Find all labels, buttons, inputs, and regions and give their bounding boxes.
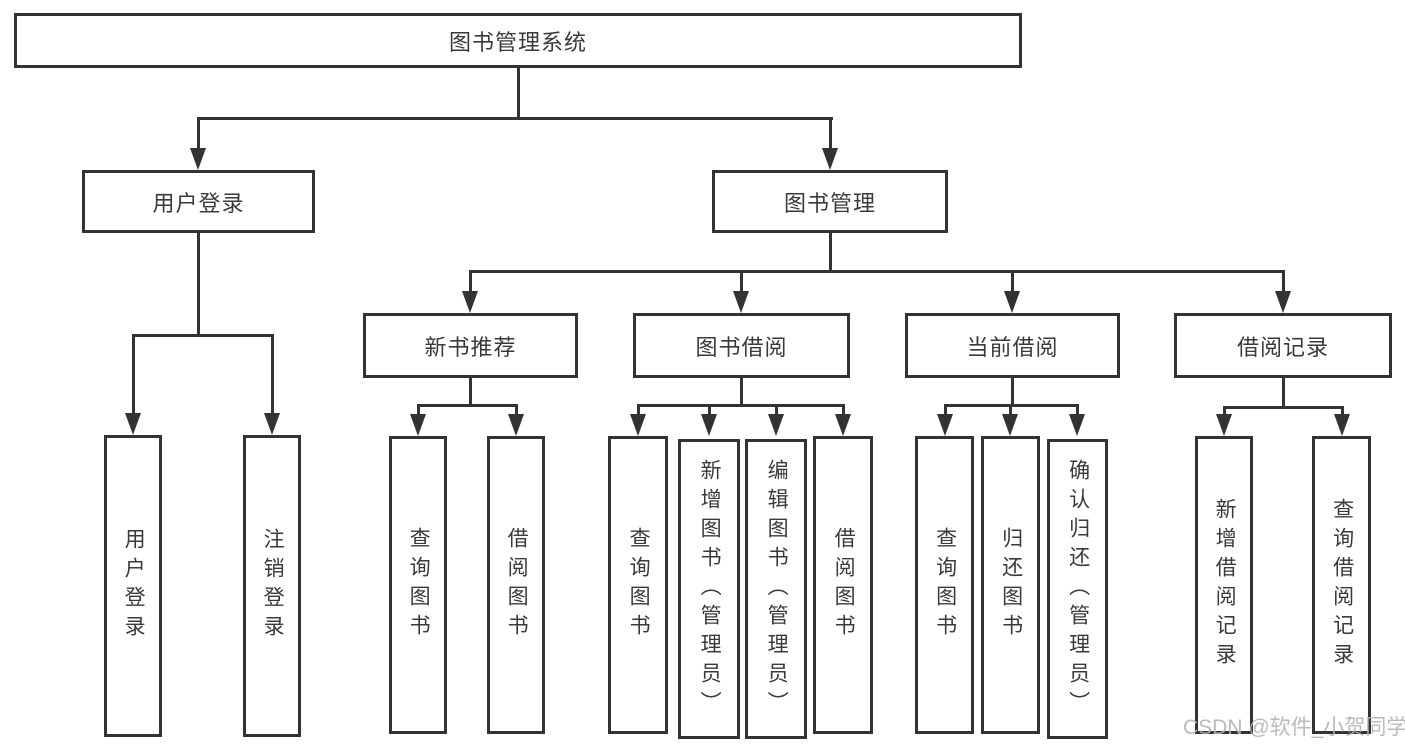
connector-br-bus	[1223, 406, 1343, 409]
node-br-add-record: 新增借阅记录	[1195, 436, 1253, 734]
connector-nb-stem	[469, 378, 472, 406]
connector-new-book-stub	[469, 270, 472, 293]
node-user-login: 用户登录	[82, 170, 315, 233]
arrow-to-bb-add-book	[701, 414, 717, 436]
node-bb-borrow-book-label: 借阅图书	[832, 527, 856, 643]
connector-bb-child1-drop	[637, 404, 640, 416]
node-ul-user-login-label: 用户登录	[122, 528, 146, 644]
arrow-to-current-borrow	[1004, 291, 1020, 313]
node-bb-query-book-label: 查询图书	[627, 527, 651, 643]
connector-root-stem	[517, 68, 520, 118]
node-br-add-record-label: 新增借阅记录	[1213, 498, 1237, 672]
node-br-query-record: 查询借阅记录	[1312, 436, 1371, 734]
connector-nb-child2-drop	[515, 404, 518, 416]
connector-book-mgmt-stub	[829, 117, 832, 150]
node-bb-add-book-label: 新增图书（管理员）	[698, 458, 722, 720]
arrow-to-ul-user-login	[125, 413, 141, 435]
connector-ul-child1-drop	[132, 334, 135, 414]
watermark: CSDN @软件_小贺同学	[1183, 716, 1405, 739]
connector-br-child2-drop	[1341, 406, 1344, 416]
connector-nb-child1-drop	[417, 404, 420, 416]
connector-borrow-record-stub	[1282, 270, 1285, 293]
node-nb-query-book: 查询图书	[389, 436, 447, 734]
arrow-to-new-book-recommend	[462, 291, 478, 313]
node-current-borrow-label: 当前借阅	[966, 334, 1059, 360]
connector-cb-child1-drop	[944, 404, 947, 416]
arrow-to-nb-borrow-book	[508, 414, 524, 436]
arrow-to-ul-logout	[264, 413, 280, 435]
node-user-login-label: 用户登录	[152, 190, 245, 216]
arrow-to-bb-query-book	[630, 414, 646, 436]
node-book-management: 图书管理	[712, 170, 948, 233]
connector-cb-child2-drop	[1009, 404, 1012, 416]
connector-cb-child3-drop	[1076, 404, 1079, 416]
node-ul-user-login: 用户登录	[104, 435, 162, 737]
node-cb-return-book-label: 归还图书	[999, 527, 1023, 643]
node-root: 图书管理系统	[14, 13, 1022, 68]
node-bb-query-book: 查询图书	[608, 436, 668, 734]
arrow-to-br-add-record	[1216, 414, 1232, 436]
arrow-to-br-query-record	[1334, 414, 1350, 436]
node-borrow-record-label: 借阅记录	[1236, 334, 1329, 360]
connector-user-login-stem	[197, 233, 200, 336]
arrow-to-cb-return-book	[1002, 414, 1018, 436]
connector-bb-child4-drop	[842, 404, 845, 416]
connector-bb-child3-drop	[775, 404, 778, 416]
connector-book-mgmt-stem	[829, 233, 832, 272]
arrow-to-user-login	[190, 148, 206, 170]
node-nb-borrow-book: 借阅图书	[487, 436, 545, 734]
node-book-management-label: 图书管理	[783, 190, 876, 216]
node-cb-confirm-return-label: 确认归还（管理员）	[1066, 458, 1090, 720]
node-bb-edit-book-label: 编辑图书（管理员）	[765, 458, 789, 720]
connector-bb-child2-drop	[708, 404, 711, 416]
node-borrow-record: 借阅记录	[1174, 313, 1392, 378]
arrow-to-borrow-record	[1275, 291, 1291, 313]
arrow-to-book-mgmt	[822, 148, 838, 170]
node-cb-confirm-return: 确认归还（管理员）	[1047, 439, 1108, 739]
connector-level2-bus	[197, 117, 833, 120]
node-ul-logout-label: 注销登录	[261, 528, 285, 644]
connector-user-login-bus	[132, 334, 274, 337]
node-bb-add-book: 新增图书（管理员）	[678, 439, 740, 739]
node-current-borrow: 当前借阅	[905, 313, 1120, 378]
node-bb-edit-book: 编辑图书（管理员）	[745, 439, 807, 739]
node-cb-return-book: 归还图书	[981, 436, 1040, 734]
arrow-to-book-borrow	[733, 291, 749, 313]
arrow-to-bb-edit-book	[768, 414, 784, 436]
arrow-to-nb-query-book	[410, 414, 426, 436]
node-bb-borrow-book: 借阅图书	[813, 436, 873, 734]
node-new-book-recommend-label: 新书推荐	[424, 334, 517, 360]
connector-cb-stem	[1011, 378, 1014, 406]
connector-bb-bus	[637, 404, 845, 407]
connector-user-login-stub	[197, 117, 200, 150]
node-new-book-recommend: 新书推荐	[363, 313, 578, 378]
node-cb-query-book-label: 查询图书	[933, 527, 957, 643]
connector-br-stem	[1282, 378, 1285, 409]
connector-ul-child2-drop	[271, 334, 274, 414]
arrow-to-bb-borrow-book	[835, 414, 851, 436]
arrow-to-cb-query-book	[937, 414, 953, 436]
node-ul-logout: 注销登录	[243, 435, 301, 737]
node-nb-query-book-label: 查询图书	[407, 527, 431, 643]
connector-current-borrow-stub	[1011, 270, 1014, 293]
connector-book-borrow-stub	[740, 270, 743, 293]
connector-bb-stem	[740, 378, 743, 406]
node-book-borrow: 图书借阅	[633, 313, 850, 378]
node-root-label: 图书管理系统	[448, 29, 587, 55]
node-nb-borrow-book-label: 借阅图书	[505, 527, 529, 643]
node-book-borrow-label: 图书借阅	[695, 334, 788, 360]
connector-nb-bus	[417, 404, 518, 407]
arrow-to-cb-confirm-return	[1069, 414, 1085, 436]
node-br-query-record-label: 查询借阅记录	[1330, 498, 1354, 672]
connector-level3-bus	[469, 270, 1285, 273]
connector-br-child1-drop	[1223, 406, 1226, 416]
node-cb-query-book: 查询图书	[915, 436, 974, 734]
